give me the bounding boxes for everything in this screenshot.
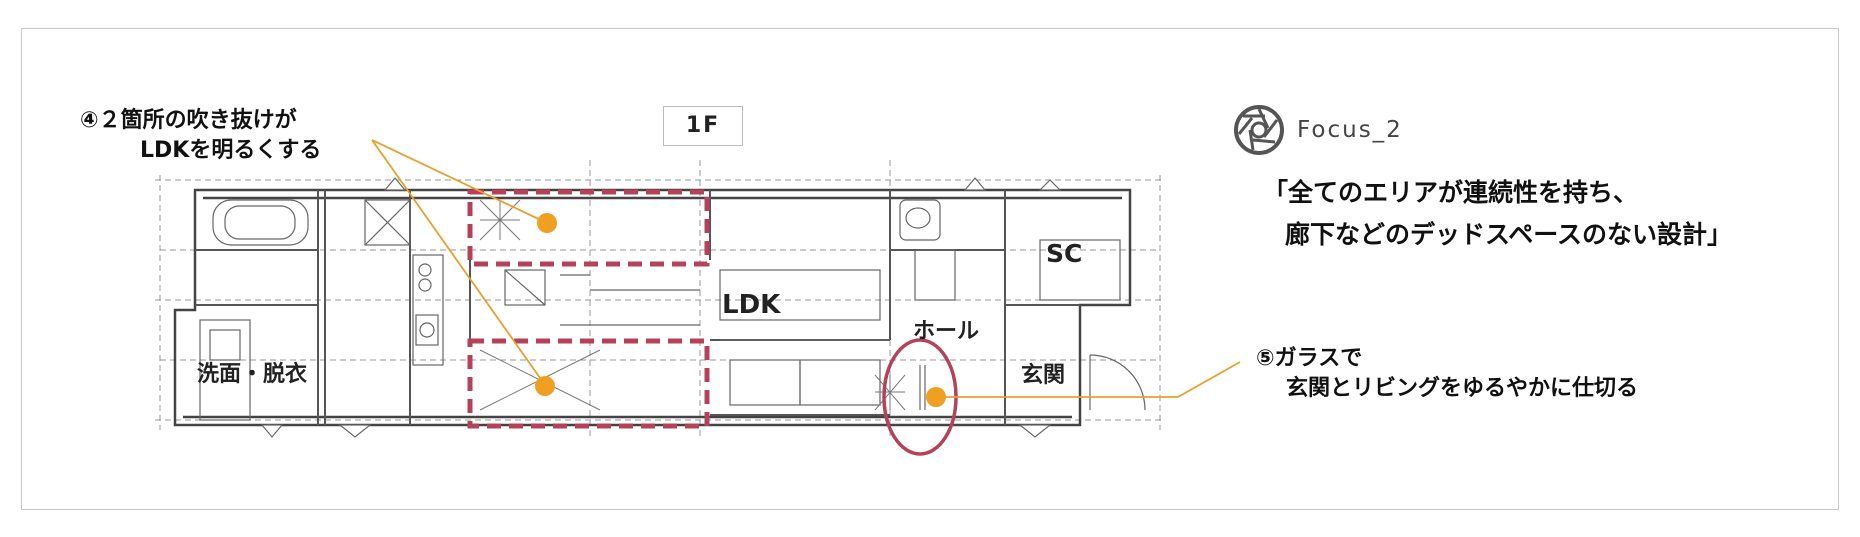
leader-lines <box>371 139 1241 398</box>
focus-heading: Focus_2 <box>1233 103 1403 157</box>
focus-label: Focus_2 <box>1297 117 1403 143</box>
note-five: ⑤ガラスで 玄関とリビングをゆるやかに仕切る <box>1256 344 1638 404</box>
note-four-line1: ④２箇所の吹き抜けが <box>80 106 321 136</box>
focus-description: 「全てのエリアが連続性を持ち、 廊下などのデッドスペースのない設計」 <box>1263 172 1732 256</box>
note-four: ④２箇所の吹き抜けが LDKを明るくする <box>80 106 321 166</box>
note-four-text2: LDKを明るくする <box>140 138 322 163</box>
void-highlights <box>467 189 710 429</box>
interior-walls <box>195 190 1080 425</box>
floor-label: 1F <box>663 106 743 146</box>
fixtures <box>199 199 1146 421</box>
note-five-line1: ⑤ガラスで <box>1256 344 1638 374</box>
note-four-text1: ２箇所の吹き抜けが <box>98 108 297 133</box>
note-five-text1: ガラスで <box>1274 346 1363 371</box>
windows <box>260 177 1062 438</box>
room-label-sc: SC <box>1046 239 1083 268</box>
focus-desc-line2: 廊下などのデッドスペースのない設計」 <box>1285 220 1733 249</box>
slide-frame <box>21 28 1839 510</box>
room-label-hall: ホール <box>913 319 980 344</box>
plan-guides <box>155 160 1165 440</box>
camera-aperture-icon <box>1234 105 1284 155</box>
exterior-walls <box>173 188 1132 427</box>
note-four-number: ④ <box>80 108 99 133</box>
accent-dots <box>535 213 946 407</box>
room-label-washroom: 洗面・脱衣 <box>197 362 308 387</box>
room-label-entrance: 玄関 <box>1021 363 1066 388</box>
note-five-text2: 玄関とリビングをゆるやかに仕切る <box>1286 376 1639 401</box>
room-label-ldk: LDK <box>722 290 781 320</box>
note-five-number: ⑤ <box>1256 346 1275 371</box>
focus-desc-line1: 「全てのエリアが連続性を持ち、 <box>1263 178 1639 207</box>
